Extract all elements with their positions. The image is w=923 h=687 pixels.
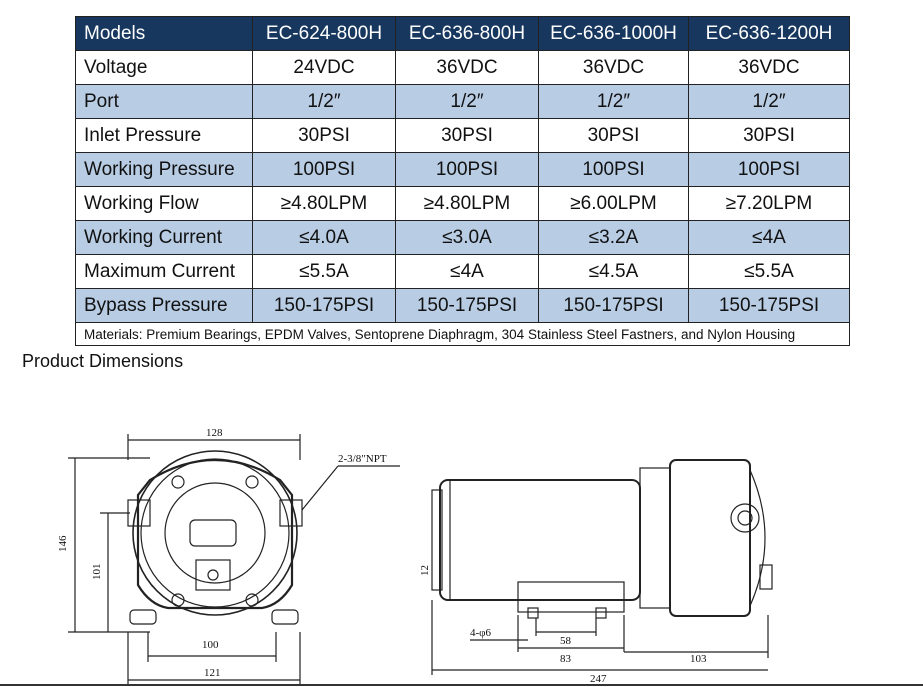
table-row: Maximum Current ≤5.5A ≤4A ≤4.5A ≤5.5A	[75, 254, 850, 289]
dim-101: 101	[91, 564, 103, 581]
port-note: 2-3/8″NPT	[338, 453, 387, 465]
table-row: Voltage 24VDC 36VDC 36VDC 36VDC	[75, 50, 850, 85]
table-row: Working Flow ≥4.80LPM ≥4.80LPM ≥6.00LPM …	[75, 186, 850, 221]
cell: ≥6.00LPM	[538, 186, 689, 221]
table-row: Working Pressure 100PSI 100PSI 100PSI 10…	[75, 152, 850, 187]
side-view	[431, 459, 773, 675]
front-view	[68, 434, 400, 684]
table-header-row: Models EC-624-800H EC-636-800H EC-636-10…	[75, 16, 850, 51]
cell: ≥4.80LPM	[395, 186, 539, 221]
cell: 36VDC	[395, 50, 539, 85]
cell: 30PSI	[538, 118, 689, 153]
cell: ≤5.5A	[252, 254, 396, 289]
cell: 100PSI	[395, 152, 539, 187]
page-bottom-rule	[0, 684, 923, 686]
section-title: Product Dimensions	[22, 351, 184, 371]
row-label: Bypass Pressure	[75, 288, 253, 323]
table-row: Working Current ≤4.0A ≤3.0A ≤3.2A ≤4A	[75, 220, 850, 255]
dimension-drawing: 128 2-3/8″NPT 146 101 100 121 4-φ6 58 83…	[57, 427, 773, 684]
dim-103: 103	[690, 653, 707, 665]
table-row: Port 1/2″ 1/2″ 1/2″ 1/2″	[75, 84, 850, 119]
spec-table: Models EC-624-800H EC-636-800H EC-636-10…	[75, 16, 850, 346]
cell: 100PSI	[538, 152, 689, 187]
header-model: EC-636-1000H	[538, 16, 689, 51]
cell: ≤5.5A	[688, 254, 850, 289]
cell: 30PSI	[252, 118, 396, 153]
row-label: Maximum Current	[75, 254, 253, 289]
row-label: Working Current	[75, 220, 253, 255]
table-row: Bypass Pressure 150-175PSI 150-175PSI 15…	[75, 288, 850, 323]
row-label: Port	[75, 84, 253, 119]
dim-128: 128	[206, 427, 223, 439]
cell: ≥7.20LPM	[688, 186, 850, 221]
table-note-row: Materials: Premium Bearings, EPDM Valves…	[75, 322, 850, 346]
cell: ≤4A	[395, 254, 539, 289]
cell: 1/2″	[252, 84, 396, 119]
dim-247: 247	[590, 673, 607, 684]
header-model: EC-624-800H	[252, 16, 396, 51]
dim-100: 100	[202, 639, 219, 651]
cell: ≤4.0A	[252, 220, 396, 255]
row-label: Working Pressure	[75, 152, 253, 187]
cell: 30PSI	[688, 118, 850, 153]
header-model: EC-636-1200H	[688, 16, 850, 51]
dim-121: 121	[204, 667, 221, 679]
cell: 30PSI	[395, 118, 539, 153]
cell: 150-175PSI	[688, 288, 850, 323]
cell: 150-175PSI	[395, 288, 539, 323]
cell: 1/2″	[538, 84, 689, 119]
cell: ≥4.80LPM	[252, 186, 396, 221]
dim-83: 83	[560, 653, 572, 665]
cell: 1/2″	[395, 84, 539, 119]
cell: 1/2″	[688, 84, 850, 119]
cell: 150-175PSI	[252, 288, 396, 323]
header-model: EC-636-800H	[395, 16, 539, 51]
table-row: Inlet Pressure 30PSI 30PSI 30PSI 30PSI	[75, 118, 850, 153]
dim-146: 146	[57, 535, 69, 552]
cell: ≤3.2A	[538, 220, 689, 255]
cell: ≤3.0A	[395, 220, 539, 255]
cell: 100PSI	[688, 152, 850, 187]
materials-note: Materials: Premium Bearings, EPDM Valves…	[75, 322, 850, 346]
dim-holes: 4-φ6	[470, 627, 492, 639]
row-label: Inlet Pressure	[75, 118, 253, 153]
cell: ≤4.5A	[538, 254, 689, 289]
dim-58: 58	[560, 635, 572, 647]
cell: 100PSI	[252, 152, 396, 187]
header-models: Models	[75, 16, 253, 51]
cell: 150-175PSI	[538, 288, 689, 323]
cell: 36VDC	[688, 50, 850, 85]
cell: ≤4A	[688, 220, 850, 255]
cell: 36VDC	[538, 50, 689, 85]
row-label: Voltage	[75, 50, 253, 85]
cell: 24VDC	[252, 50, 396, 85]
row-label: Working Flow	[75, 186, 253, 221]
side-mark: 12	[419, 565, 431, 576]
